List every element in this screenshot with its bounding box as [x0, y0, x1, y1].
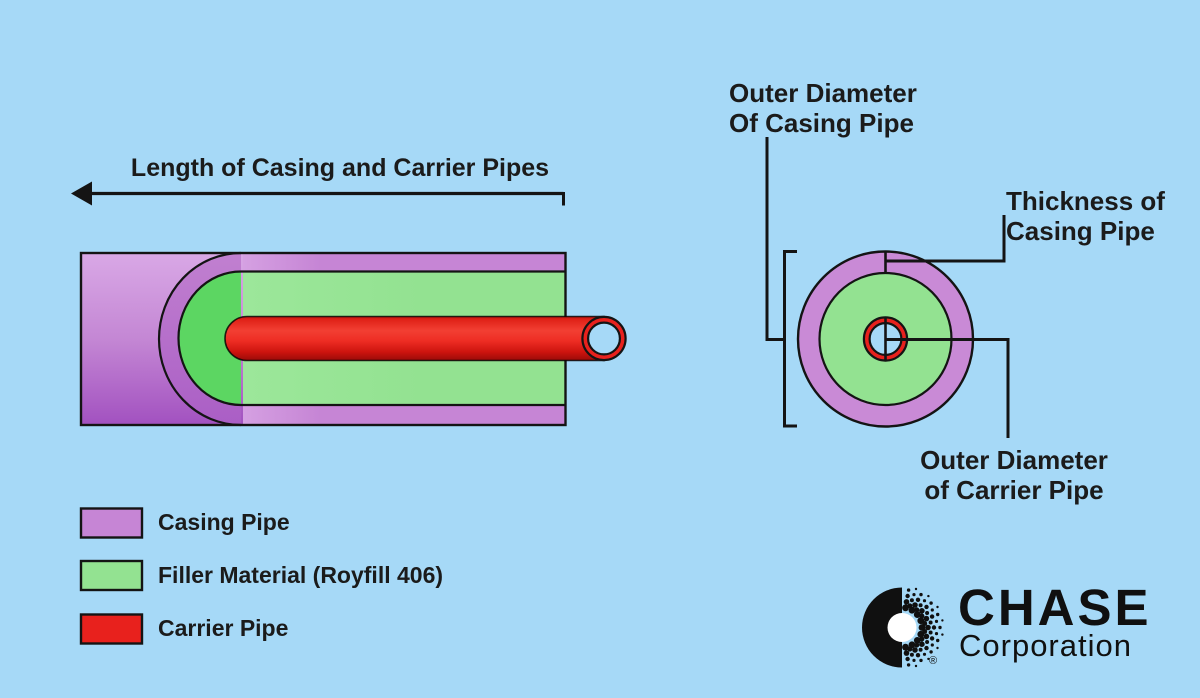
logo-sunburst-dots — [902, 587, 944, 668]
length-arrow-label: Length of Casing and Carrier Pipes — [130, 154, 550, 182]
filler-dome — [178, 271, 241, 405]
logo-center-hole — [887, 613, 917, 642]
chase-logo-icon — [862, 587, 944, 668]
od-carrier-connector — [885, 338, 1010, 438]
od-casing-label-line2: Of Casing Pipe — [729, 108, 914, 138]
casing-dome-ring — [159, 253, 241, 425]
legend-swatch-filler — [79, 559, 144, 592]
od-carrier-label-line2: of Carrier Pipe — [924, 475, 1104, 505]
od-casing-bracket — [783, 250, 797, 428]
logo-wordmark: CHASE — [958, 579, 1152, 636]
pipe-cutaway-diagram — [79, 251, 627, 427]
legend-swatch-carrier — [79, 613, 144, 645]
thickness-label-line2: Casing Pipe — [1006, 216, 1155, 246]
legend-label-filler: Filler Material (Royfill 406) — [158, 562, 444, 588]
legend-label-casing: Casing Pipe — [158, 509, 290, 535]
od-casing-connector — [765, 137, 784, 341]
logo-subtitle: Corporation — [959, 628, 1132, 663]
od-casing-label: Outer Diameter Of Casing Pipe — [729, 78, 917, 138]
registered-trademark-icon: ® — [929, 655, 938, 667]
carrier-pipe-tube — [224, 315, 605, 362]
length-arrow — [71, 181, 565, 206]
carrier-pipe-open-end — [581, 315, 627, 362]
thickness-label: Thickness of Casing Pipe — [1006, 186, 1165, 246]
arrowhead-left-icon — [71, 181, 92, 206]
od-casing-label-line1: Outer Diameter — [729, 78, 917, 108]
thickness-label-line1: Thickness of — [1006, 186, 1165, 216]
callout-lines — [765, 137, 1010, 438]
legend-swatches — [79, 507, 144, 645]
legend-swatch-casing — [79, 507, 144, 539]
thickness-connector — [885, 215, 1006, 263]
legend-label-carrier: Carrier Pipe — [158, 615, 289, 641]
od-carrier-label: Outer Diameter of Carrier Pipe — [914, 445, 1114, 505]
od-carrier-label-line1: Outer Diameter — [920, 445, 1108, 475]
logo-half-disc — [862, 587, 902, 668]
